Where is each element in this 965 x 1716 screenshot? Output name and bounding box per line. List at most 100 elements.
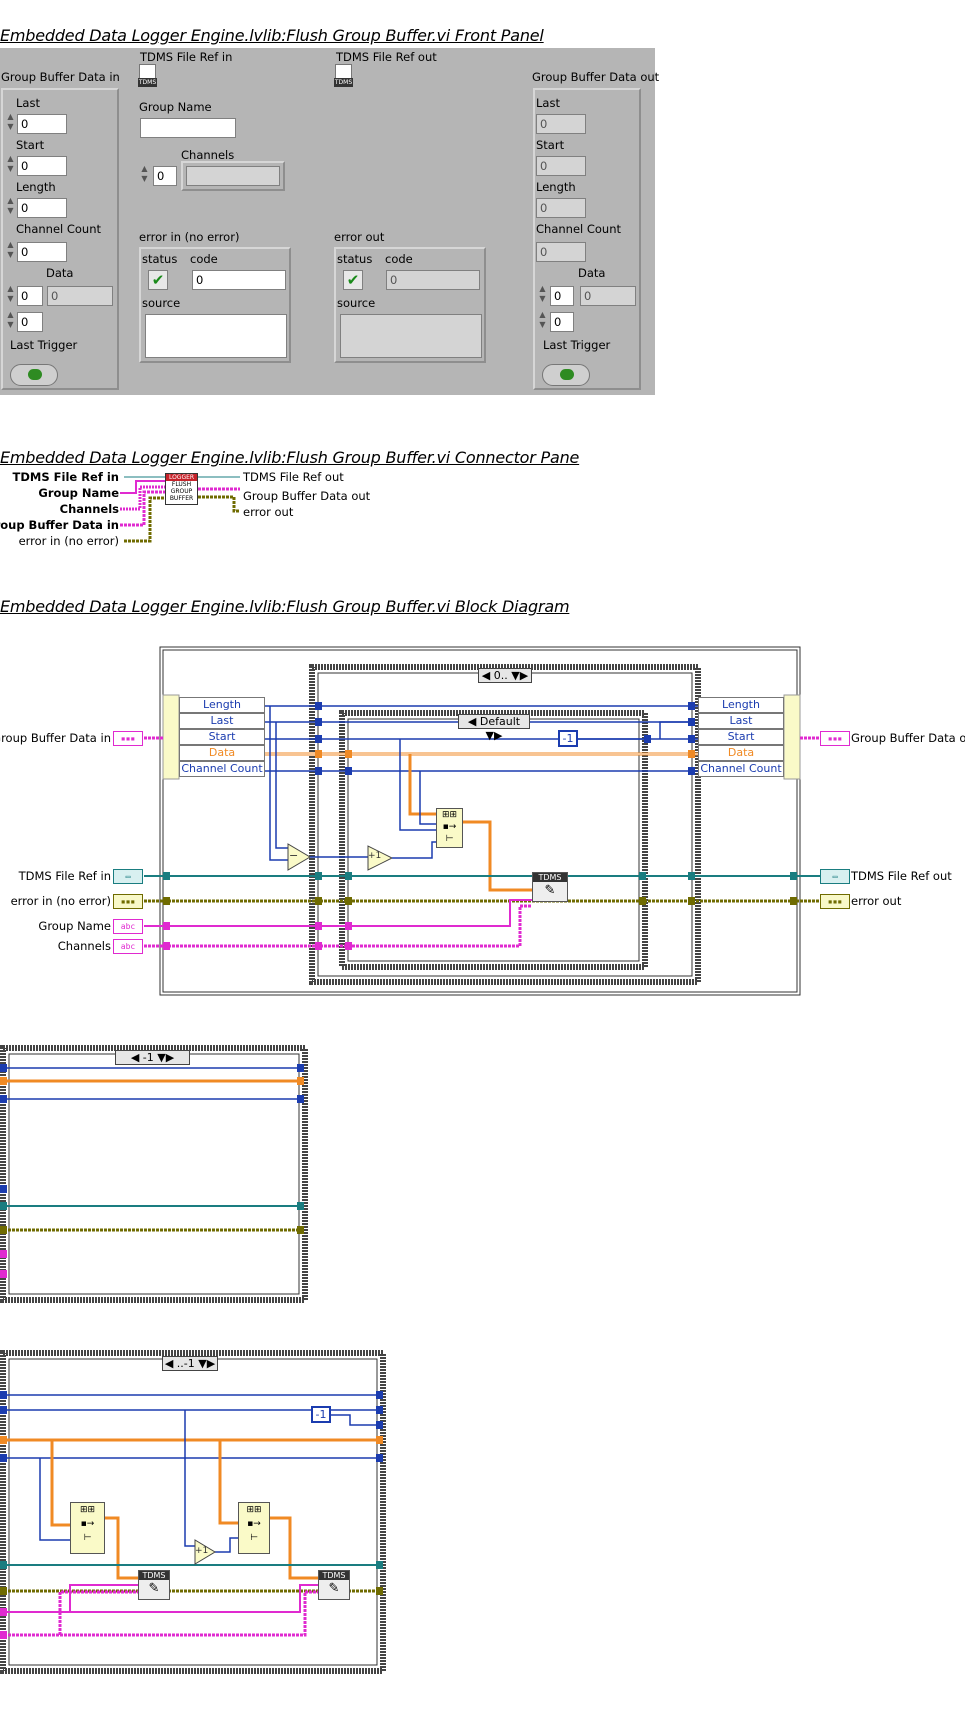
increment-icon[interactable]: ▲▼ <box>141 164 148 183</box>
bd-input-tdms: TDMS File Ref in <box>18 869 111 883</box>
vi-icon[interactable]: LOGGER FLUSH GROUP BUFFER <box>165 473 198 505</box>
tdms-file-ref-out-icon: TDMS <box>334 64 356 90</box>
group-in-length-label: Length <box>16 180 56 194</box>
subtract-node-label: − <box>289 849 299 862</box>
increment-icon[interactable]: ▲▼ <box>7 310 14 329</box>
tdms-out-label: TDMS File Ref out <box>336 50 437 64</box>
increment-icon[interactable]: ▲▼ <box>7 112 14 131</box>
array-subset-node[interactable]: ⊞⊞▪→⊢ <box>436 808 463 848</box>
block-diagram-title: Embedded Data Logger Engine.lvlib:Flush … <box>0 597 570 616</box>
group-out-data-index1[interactable]: 0 <box>550 286 574 306</box>
error-in-status-label: status <box>142 252 178 266</box>
bd-output-group-buffer: Group Buffer Data out <box>851 731 965 745</box>
group-in-data-index2[interactable]: 0 <box>17 312 43 332</box>
pencil-icon: ✎ <box>148 1581 160 1596</box>
error-in-status-check-icon[interactable]: ✔ <box>148 270 168 290</box>
case3-increment-label: +1 <box>195 1546 209 1556</box>
error-out-source-label: source <box>337 296 376 310</box>
bundle-length: Length <box>698 697 784 713</box>
error-in-code-input[interactable]: 0 <box>192 270 286 290</box>
tdms-in-terminal[interactable]: ▭ <box>113 869 143 884</box>
bundle-channel-count: Channel Count <box>698 761 784 777</box>
bd-input-channels: Channels <box>57 939 111 953</box>
case3-tdms-write-2[interactable]: TDMS ✎ <box>318 1570 350 1600</box>
case2-selector[interactable]: ◀ -1 ▼▶ <box>115 1050 190 1065</box>
group-in-trigger-label: Last Trigger <box>10 338 78 352</box>
group-in-last-label: Last <box>16 96 40 110</box>
group-in-label: Group Buffer Data in <box>1 70 120 84</box>
case3-selector[interactable]: ◀ ..-1 ▼▶ <box>162 1356 218 1371</box>
group-out-chcount-value: 0 <box>536 242 586 262</box>
case3-array-subset-1[interactable]: ⊞⊞▪→⊢ <box>70 1502 105 1554</box>
group-in-cluster <box>1 88 119 390</box>
error-out-status-check-icon: ✔ <box>343 270 363 290</box>
group-buffer-out-terminal[interactable]: ▪▪▪ <box>820 731 850 746</box>
increment-icon[interactable]: ▲▼ <box>7 154 14 173</box>
error-in-label: error in (no error) <box>139 230 240 244</box>
connector-pane-title: Embedded Data Logger Engine.lvlib:Flush … <box>0 448 580 467</box>
minus-one-constant[interactable]: -1 <box>558 730 578 747</box>
tdms-file-ref-icon[interactable]: TDMS <box>138 64 160 90</box>
bd-input-error-in: error in (no error) <box>10 894 111 908</box>
group-name-label: Group Name <box>139 100 212 114</box>
group-in-last-input[interactable]: 0 <box>17 114 67 134</box>
group-in-start-input[interactable]: 0 <box>17 156 67 176</box>
group-in-data-label: Data <box>46 266 74 280</box>
bd-input-group-name: Group Name <box>38 919 111 933</box>
unbundle-data: Data <box>179 745 265 761</box>
error-out-source-value <box>340 314 482 358</box>
group-in-data-index1[interactable]: 0 <box>17 286 43 306</box>
group-name-input[interactable] <box>140 118 236 138</box>
group-out-data-index2[interactable]: 0 <box>550 312 574 332</box>
bundle-by-name[interactable]: Length Last Start Data Channel Count <box>698 697 784 777</box>
error-out-code-value: 0 <box>386 270 480 290</box>
tdms-write-node[interactable]: TDMS ✎ <box>532 872 568 902</box>
bundle-start: Start <box>698 729 784 745</box>
group-out-last-value: 0 <box>536 114 586 134</box>
group-out-trigger-label: Last Trigger <box>543 338 611 352</box>
front-panel-title: Embedded Data Logger Engine.lvlib:Flush … <box>0 26 544 45</box>
error-in-source-input[interactable] <box>145 314 287 358</box>
group-name-terminal[interactable]: abc <box>113 919 143 934</box>
pencil-icon: ✎ <box>544 883 556 898</box>
channels-index[interactable]: 0 <box>153 166 177 186</box>
increment-icon[interactable]: ▲▼ <box>7 284 14 303</box>
cp-input-tdms: TDMS File Ref in <box>12 470 119 484</box>
increment-icon[interactable]: ▲▼ <box>539 310 546 329</box>
tdms-in-label: TDMS File Ref in <box>140 50 233 64</box>
error-in-code-label: code <box>190 252 218 266</box>
channels-element[interactable] <box>186 166 280 186</box>
increment-icon[interactable]: ▲▼ <box>7 196 14 215</box>
group-in-chcount-label: Channel Count <box>16 222 102 236</box>
channels-terminal[interactable]: abc <box>113 939 143 954</box>
bundle-data: Data <box>698 745 784 761</box>
group-in-data-value: 0 <box>47 286 113 306</box>
group-out-data-label: Data <box>578 266 606 280</box>
case3-tdms-write-1[interactable]: TDMS ✎ <box>138 1570 170 1600</box>
group-buffer-in-terminal[interactable]: ▪▪▪ <box>113 731 143 746</box>
error-out-label: error out <box>334 230 385 244</box>
group-out-length-label: Length <box>536 180 576 194</box>
case3-array-subset-2[interactable]: ⊞⊞▪→⊢ <box>238 1502 270 1554</box>
tdms-out-terminal[interactable]: ▭ <box>820 869 850 884</box>
increment-node-label: +1 <box>368 851 382 861</box>
inner-case-selector[interactable]: ◀ Default ▼▶ <box>458 714 530 742</box>
cp-output-error-out: error out <box>243 505 294 519</box>
group-in-length-input[interactable]: 0 <box>17 198 67 218</box>
group-in-trigger-button[interactable] <box>10 364 58 386</box>
channels-label: Channels <box>181 148 235 162</box>
cp-output-group-buffer: Group Buffer Data out <box>243 489 371 503</box>
case3-minus-one-constant[interactable]: -1 <box>311 1406 331 1423</box>
unbundle-by-name[interactable]: Length Last Start Data Channel Count <box>179 697 265 777</box>
error-in-terminal[interactable]: ▪▪▪ <box>113 894 143 909</box>
increment-icon[interactable]: ▲▼ <box>539 284 546 303</box>
error-out-terminal[interactable]: ▪▪▪ <box>820 894 850 909</box>
unbundle-start: Start <box>179 729 265 745</box>
group-out-last-label: Last <box>536 96 560 110</box>
outer-case-selector[interactable]: ◀ 0.. ▼▶ <box>478 668 532 683</box>
increment-icon[interactable]: ▲▼ <box>7 240 14 259</box>
group-in-chcount-input[interactable]: 0 <box>17 242 67 262</box>
group-out-length-value: 0 <box>536 198 586 218</box>
